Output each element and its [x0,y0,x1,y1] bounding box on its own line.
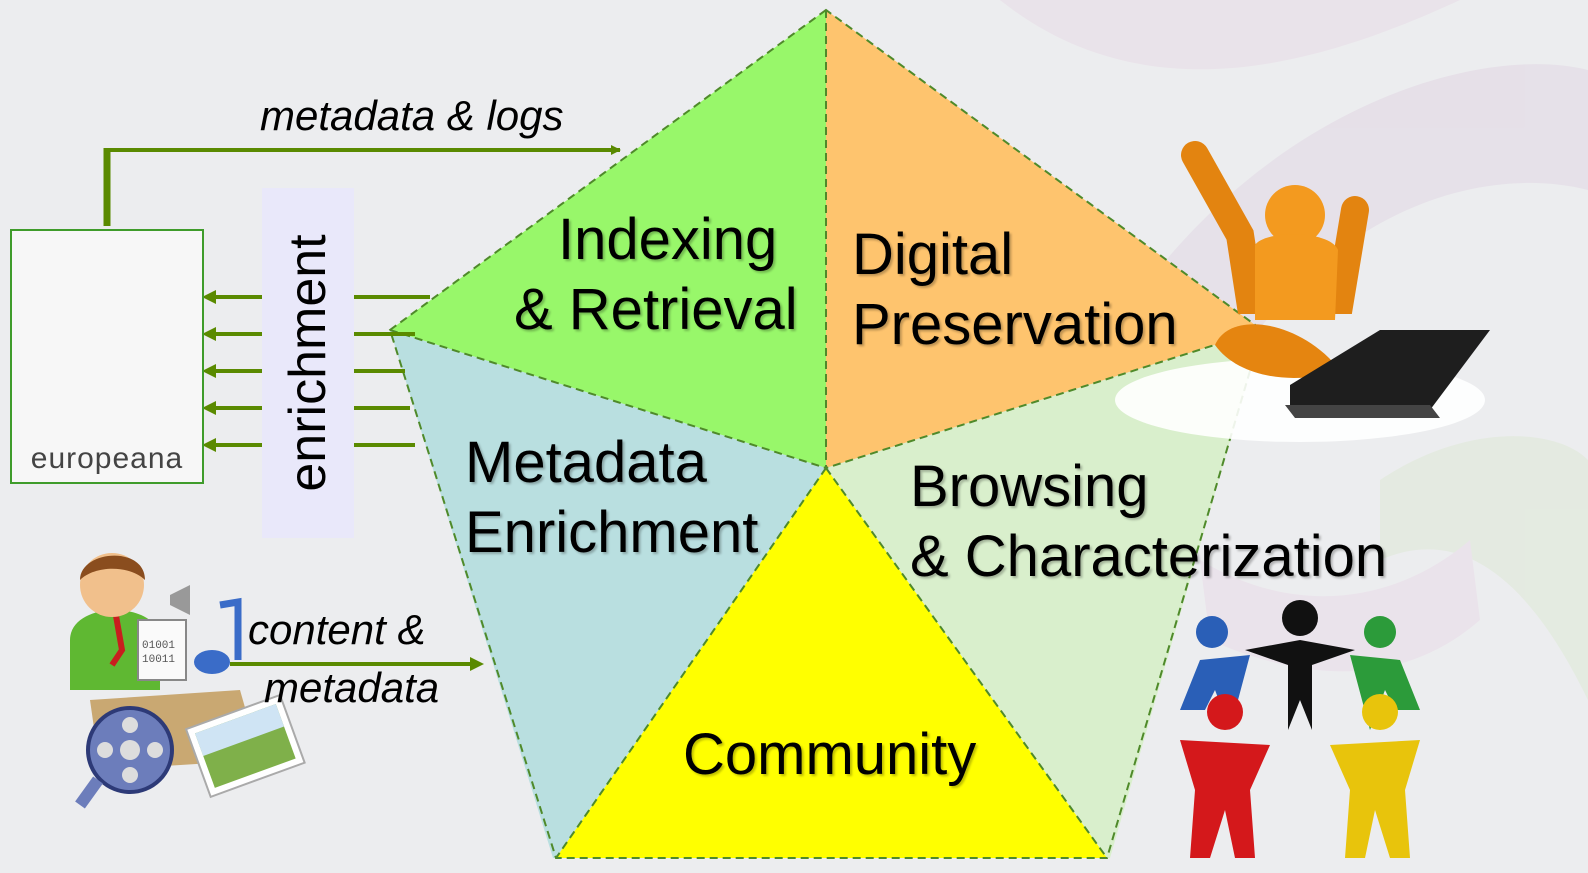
indexing-line-2: & Retrieval [514,276,798,342]
browsing-line-2: & Characterization [910,523,1388,589]
europeana-logo-box: europeana [10,229,204,484]
browsing-label: Browsing & Characterization [910,452,1387,591]
europeana-wordmark: europeana [30,442,184,475]
segment-community [556,468,1107,858]
content-creator-icon: 01001 10011 [70,553,306,809]
segment-indexing-retrieval [390,10,826,468]
person-laptop-icon [1115,141,1490,442]
svg-text:10011: 10011 [142,654,175,666]
browsing-line-1: Browsing [910,454,1149,519]
community-people-icon [1180,600,1420,858]
segment-browsing-characterization [826,330,1262,858]
metadata-enrichment-label: Metadata Enrichment [465,428,758,567]
enrichment-label: enrichment [279,234,337,492]
content-metadata-label: metadata [264,664,440,711]
indexing-line-1: Indexing [558,207,778,272]
content-metadata-arrow [230,657,484,671]
metadata-line-1: Metadata [465,430,707,495]
preservation-line-2: Preservation [852,291,1178,357]
indexing-label: Indexing & Retrieval [514,205,798,344]
enrichment-box [262,188,354,538]
preservation-line-1: Digital [852,222,1014,287]
community-label: Community [683,722,977,787]
content-label: content & [248,606,426,653]
metadata-logs-arrow [103,145,621,226]
segment-metadata-enrichment [390,330,826,858]
metadata-logs-label: metadata & logs [260,92,564,139]
preservation-label: Digital Preservation [852,220,1178,359]
metadata-line-2: Enrichment [465,499,759,565]
svg-text:01001: 01001 [142,640,175,652]
segment-digital-preservation [826,10,1262,468]
pentagon [388,8,1264,859]
